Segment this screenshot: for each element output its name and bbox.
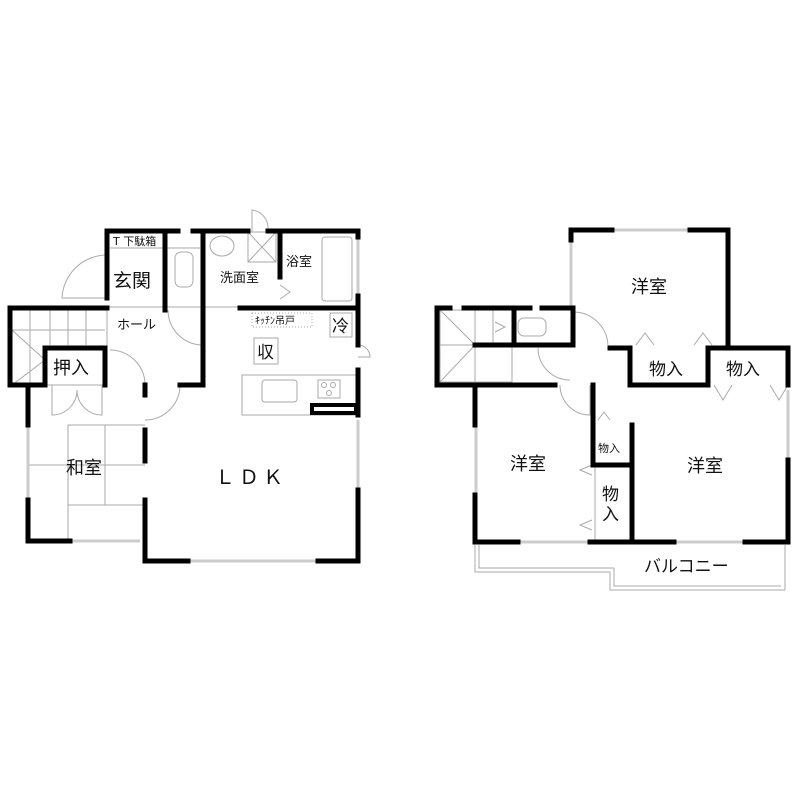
- label-monoire-vertical-2: 入: [602, 505, 619, 525]
- label-monoire-small: 物入: [598, 441, 620, 455]
- label-storage: 収: [257, 343, 274, 363]
- floor-1-walls: [7, 228, 361, 564]
- floor-2: 洋室 物入 物入 洋室 物入 物 入 洋室 バルコニー: [434, 227, 791, 591]
- label-hall: ホール: [117, 318, 156, 333]
- label-getabako: T 下駄箱: [112, 234, 156, 248]
- label-genkan: 玄関: [113, 270, 151, 292]
- label-kitchen-cabinet: ｷｯﾁﾝ吊戸: [255, 315, 295, 327]
- label-senmenshitsu: 洗面室: [220, 270, 259, 286]
- label-yoshitsu-right: 洋室: [687, 456, 723, 477]
- label-fridge: 冷: [332, 317, 349, 337]
- label-yoshitsu-top: 洋室: [631, 277, 667, 298]
- label-ldk: ＬＤＫ: [215, 465, 287, 489]
- floor-2-thin-lines: [439, 228, 790, 591]
- floor-1-labels: T 下駄箱 玄関 洗面室 浴室 ホール 押入 和室 ＬＤＫ ｷｯﾁﾝ吊戸 収 冷: [53, 234, 349, 489]
- label-monoire-2: 物入: [726, 360, 760, 380]
- label-yokushitsu: 浴室: [286, 254, 312, 270]
- label-balcony: バルコニー: [644, 557, 729, 577]
- floor-1: T 下駄箱 玄関 洗面室 浴室 ホール 押入 和室 ＬＤＫ ｷｯﾁﾝ吊戸 収 冷: [7, 209, 371, 564]
- label-washitsu: 和室: [66, 458, 102, 479]
- label-monoire-1: 物入: [649, 360, 683, 380]
- label-oshiire: 押入: [53, 358, 89, 379]
- label-monoire-vertical-1: 物: [602, 485, 619, 505]
- floor-1-thin-lines: [11, 209, 371, 563]
- floor-2-labels: 洋室 物入 物入 洋室 物入 物 入 洋室 バルコニー: [510, 277, 760, 577]
- label-yoshitsu-left: 洋室: [510, 454, 546, 475]
- floor-2-walls: [434, 227, 791, 545]
